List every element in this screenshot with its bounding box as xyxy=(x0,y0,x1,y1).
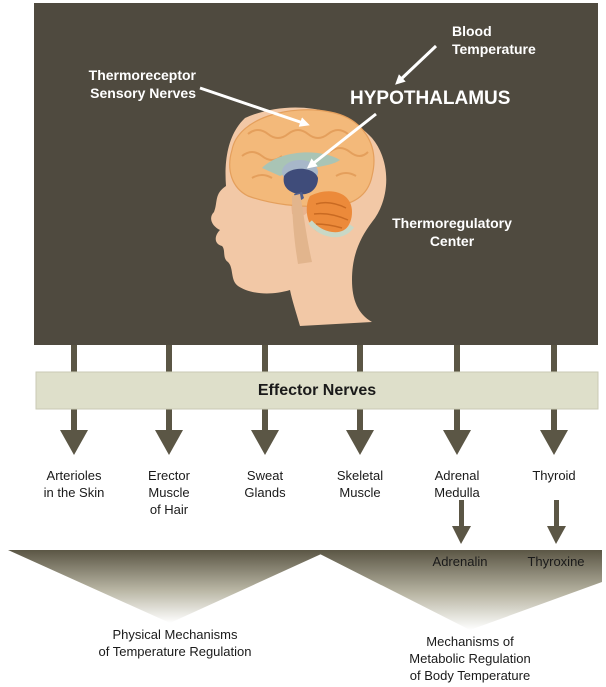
thyroxine-label: Thyroxine xyxy=(506,553,606,570)
adrenalin-label: Adrenalin xyxy=(410,553,510,570)
target-thyroid: Thyroid xyxy=(504,467,604,484)
arrow-thyroxine xyxy=(547,500,566,544)
blood-temperature-label: Blood Temperature xyxy=(452,22,536,58)
secretion-arrows xyxy=(452,500,566,544)
thermoreceptor-label: Thermoreceptor Sensory Nerves xyxy=(64,66,196,102)
arrow-adrenalin xyxy=(452,500,471,544)
funnel-physical xyxy=(8,550,330,623)
hypothalamus-label: HYPOTHALAMUS xyxy=(350,88,510,110)
thermoregulatory-center-label: Thermoregulatory Center xyxy=(380,214,524,250)
effector-nerves-label: Effector Nerves xyxy=(36,381,598,401)
